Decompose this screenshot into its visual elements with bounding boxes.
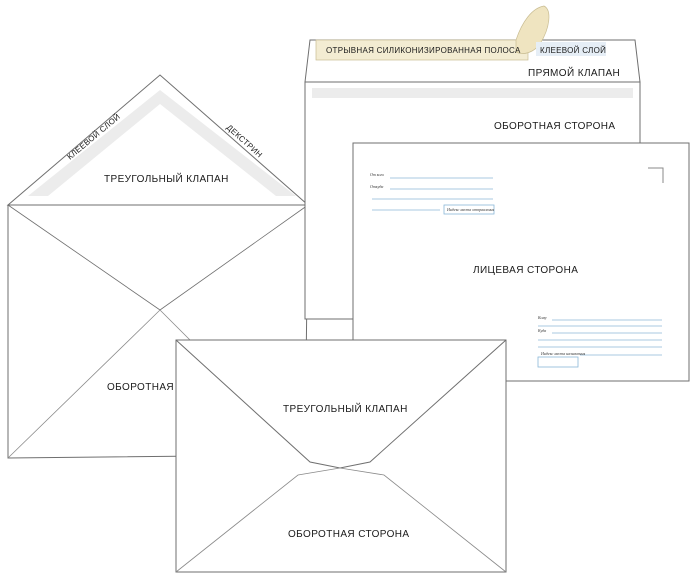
to-label: Кому [537,315,547,320]
to-index-box [537,356,579,368]
top-envelope-flap-label: ПРЯМОЙ КЛАПАН [528,66,620,79]
bottom-envelope: ТРЕУГОЛЬНЫЙ КЛАПАН ОБОРОТНАЯ СТОРОНА [175,339,507,573]
top-envelope-peel-tab [515,5,550,54]
top-envelope-glue-strip [312,88,633,98]
from-address-label: Откуда [370,184,383,189]
bottom-envelope-lower-folds [175,467,507,573]
to-address-label: Куда [537,328,546,333]
left-envelope-flap-label: ТРЕУГОЛЬНЫЙ КЛАПАН [104,172,229,185]
stamp-corner-mark [648,167,664,183]
bottom-envelope-flap-label: ТРЕУГОЛЬНЫЙ КЛАПАН [283,402,408,415]
front-envelope-face-label: ЛИЦЕВАЯ СТОРОНА [473,265,578,276]
top-envelope-back-label: ОБОРОТНАЯ СТОРОНА [494,121,615,132]
from-label: От кого [370,172,384,177]
from-index-box [443,204,495,215]
top-envelope-glue-patch [536,42,606,56]
left-envelope-glue-band [28,90,296,196]
bottom-envelope-back-label: ОБОРОТНАЯ СТОРОНА [288,529,409,540]
left-envelope-back-label: ОБОРОТНАЯ [107,382,174,393]
top-envelope-strip-label: ОТРЫВНАЯ СИЛИКОНИЗИРОВАННАЯ ПОЛОСА [326,46,521,55]
from-index-text: Индекс места отправления [446,207,494,212]
to-index-text: Индекс места назначения [540,351,585,356]
top-envelope-glue-label: КЛЕЕВОЙ СЛОЙ [540,46,606,55]
bottom-envelope-body [175,339,507,573]
